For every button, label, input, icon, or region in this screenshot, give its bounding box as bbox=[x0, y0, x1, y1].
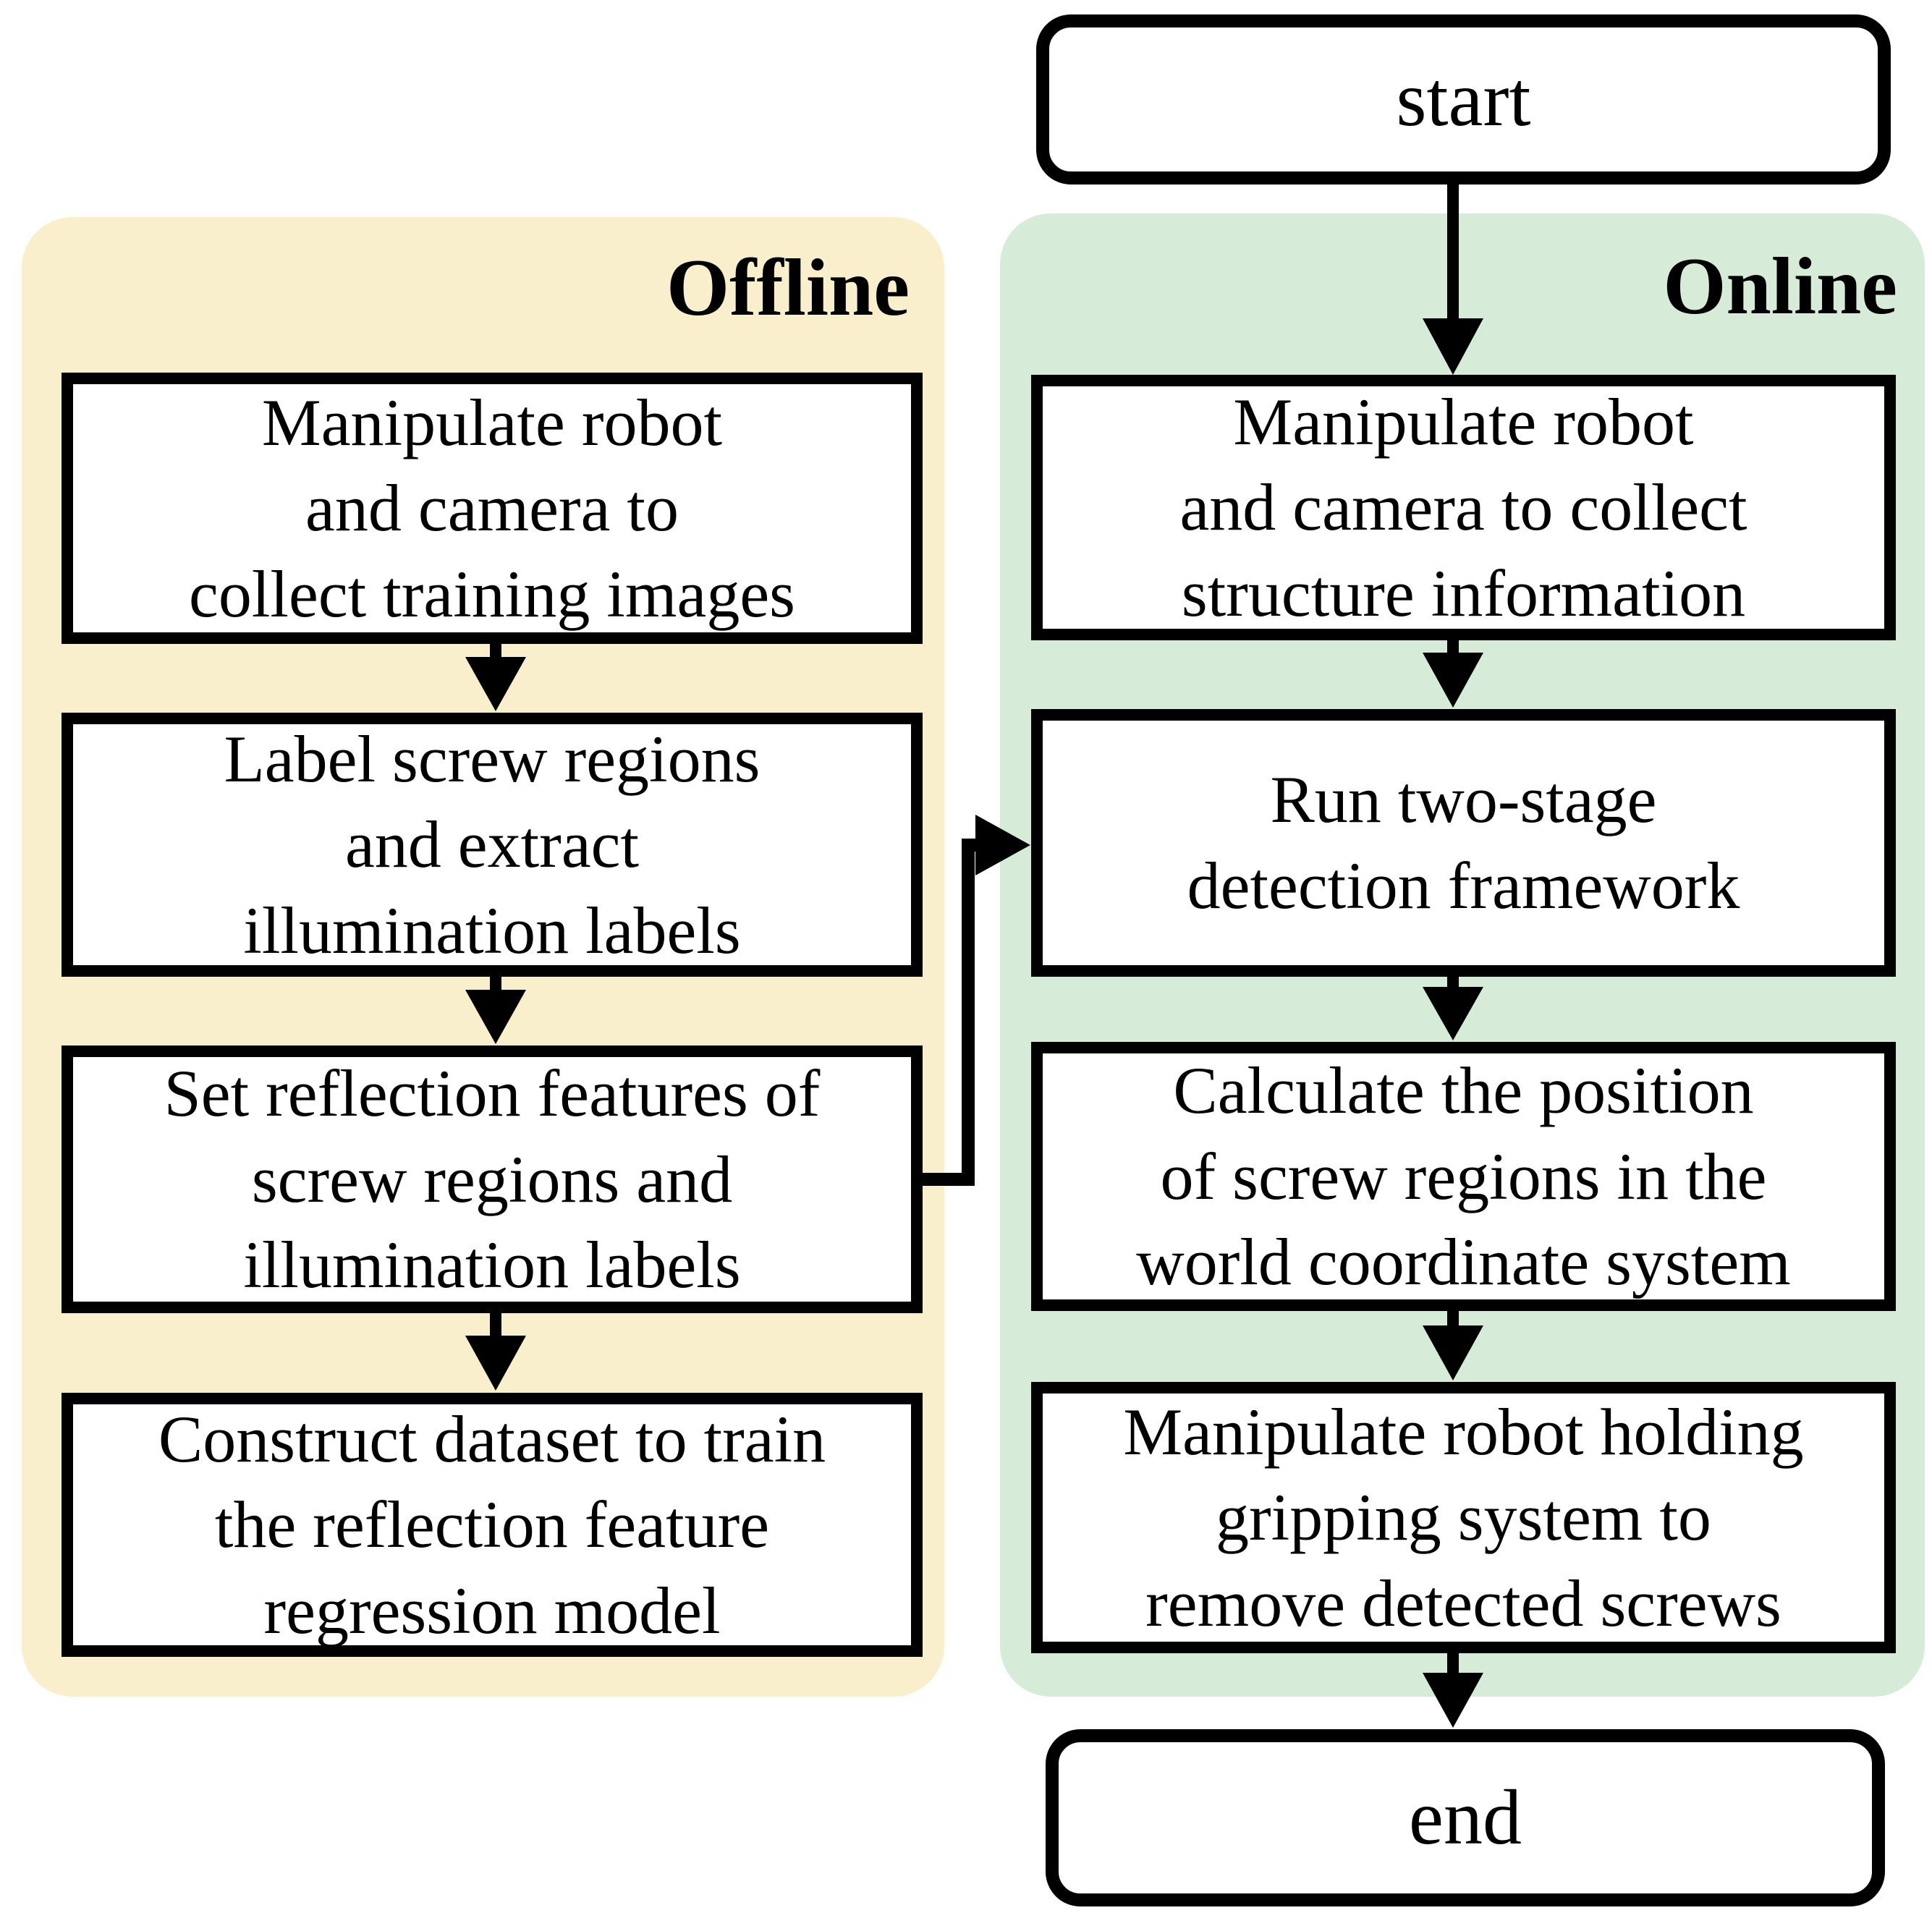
online-step-calculate-position: Calculate the position of screw regions … bbox=[1031, 1042, 1896, 1311]
offline-panel-label: Offline bbox=[666, 243, 910, 333]
offline-step-label-screw-regions: Label screw regions and extract illumina… bbox=[62, 713, 923, 977]
offline-step-construct-dataset: Construct dataset to train the reflectio… bbox=[62, 1393, 923, 1657]
online-step-remove-screws: Manipulate robot holding gripping system… bbox=[1031, 1382, 1896, 1653]
start-node: start bbox=[1036, 14, 1891, 184]
end-node: end bbox=[1046, 1729, 1885, 1906]
offline-step-collect-training-images: Manipulate robot and camera to collect t… bbox=[62, 373, 923, 644]
offline-step-set-reflection-features: Set reflection features of screw regions… bbox=[62, 1045, 923, 1313]
online-panel-label: Online bbox=[1663, 242, 1897, 331]
online-step-run-detection-framework: Run two-stage detection framework bbox=[1031, 709, 1896, 977]
online-step-collect-structure-information: Manipulate robot and camera to collect s… bbox=[1031, 375, 1896, 640]
